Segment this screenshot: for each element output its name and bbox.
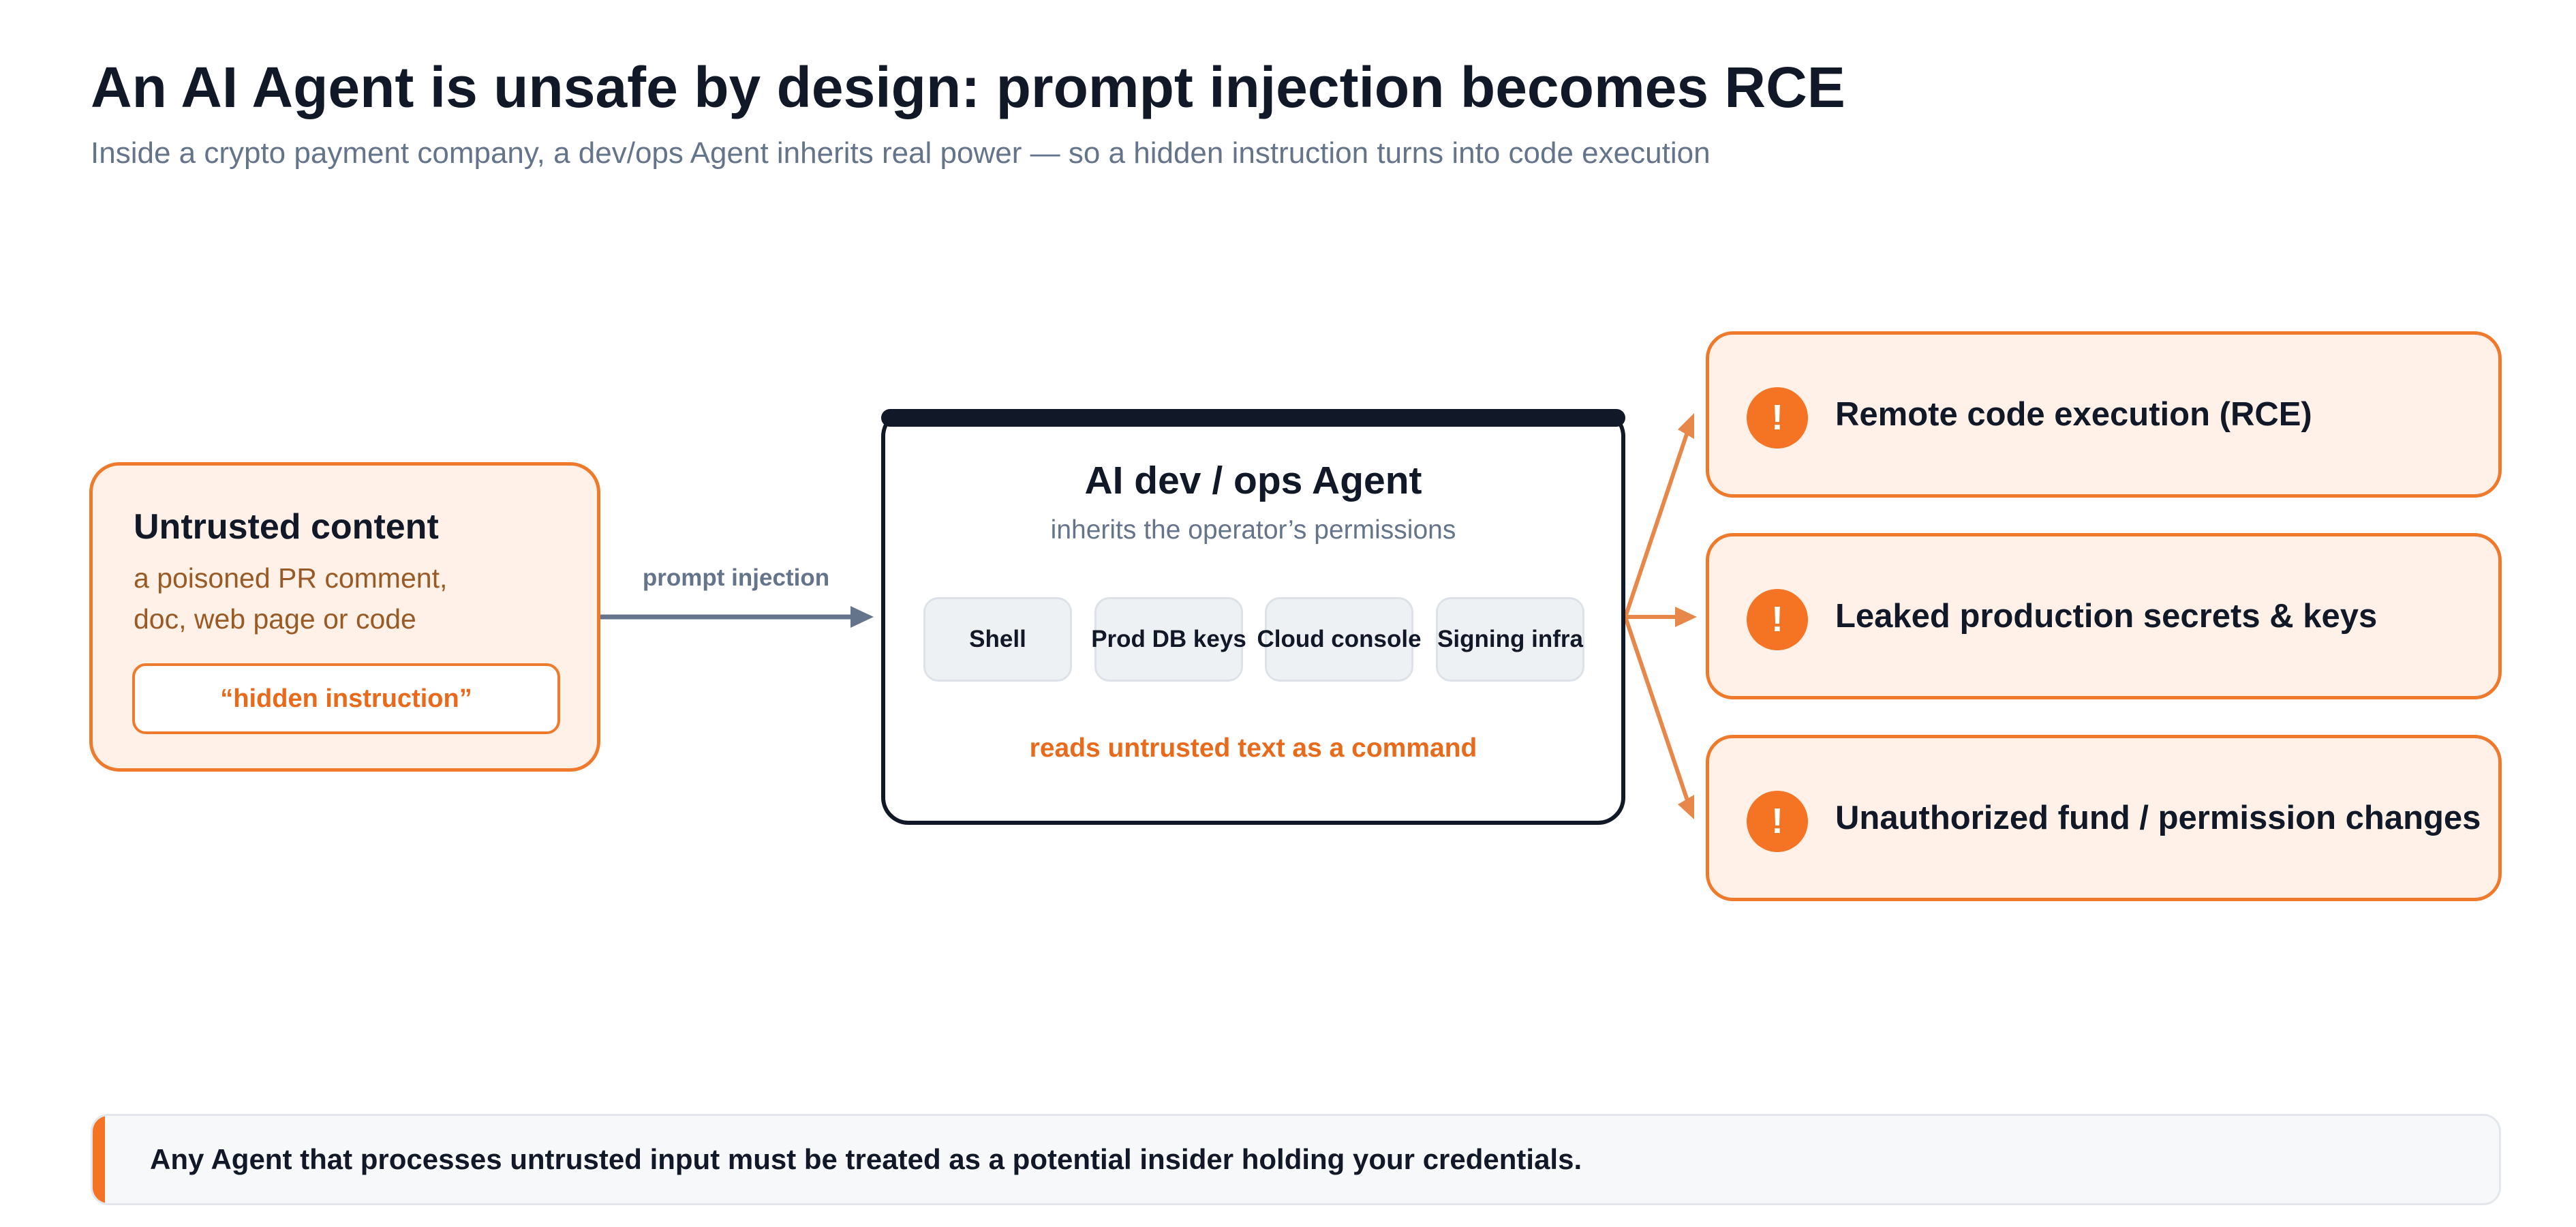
outcome-unauthorized-changes: ! Unauthorized fund / permission changes xyxy=(1706,735,2502,901)
agent-note: reads untrusted text as a command xyxy=(1029,733,1477,763)
exclamation-icon: ! xyxy=(1747,791,1808,852)
outcome-arrows xyxy=(1623,413,1697,819)
untrusted-content-box: Untrusted content a poisoned PR comment,… xyxy=(89,462,600,772)
agent-box: AI dev / ops Agent inherits the operator… xyxy=(881,409,1625,825)
capability-prod-db-keys: Prod DB keys xyxy=(1091,597,1246,682)
injection-arrow xyxy=(600,606,874,628)
outcome-label: Leaked production secrets & keys xyxy=(1835,598,2378,635)
takeaway-callout: Any Agent that processes untrusted input… xyxy=(91,1114,2501,1205)
outcome-label: Remote code execution (RCE) xyxy=(1835,396,2312,433)
untrusted-content-title: Untrusted content xyxy=(134,507,439,547)
agent-subtitle: inherits the operator’s permissions xyxy=(1050,515,1456,545)
agent-header-bar xyxy=(881,409,1625,427)
capability-signing-infra: Signing infra xyxy=(1436,597,1584,682)
exclamation-icon: ! xyxy=(1747,589,1808,650)
hidden-instruction-tag: “hidden instruction” xyxy=(132,663,560,734)
untrusted-content-description: a poisoned PR comment, doc, web page or … xyxy=(134,558,447,639)
callout-accent-bar xyxy=(93,1116,105,1203)
exclamation-icon: ! xyxy=(1747,387,1808,449)
description-line: a poisoned PR comment, xyxy=(134,562,448,594)
outcome-leaked-secrets: ! Leaked production secrets & keys xyxy=(1706,533,2502,699)
page-title: An AI Agent is unsafe by design: prompt … xyxy=(91,55,1845,119)
outcome-label: Unauthorized fund / permission changes xyxy=(1835,800,2481,836)
description-line: doc, web page or code xyxy=(134,603,416,635)
outcome-rce: ! Remote code execution (RCE) xyxy=(1706,331,2502,498)
prompt-injection-label: prompt injection xyxy=(642,564,830,591)
page-subtitle: Inside a crypto payment company, a dev/o… xyxy=(91,136,1711,170)
agent-title: AI dev / ops Agent xyxy=(1084,459,1422,502)
callout-text: Any Agent that processes untrusted input… xyxy=(150,1143,1582,1175)
capability-shell: Shell xyxy=(923,597,1072,682)
capability-cloud-console: Cloud console xyxy=(1257,597,1422,682)
